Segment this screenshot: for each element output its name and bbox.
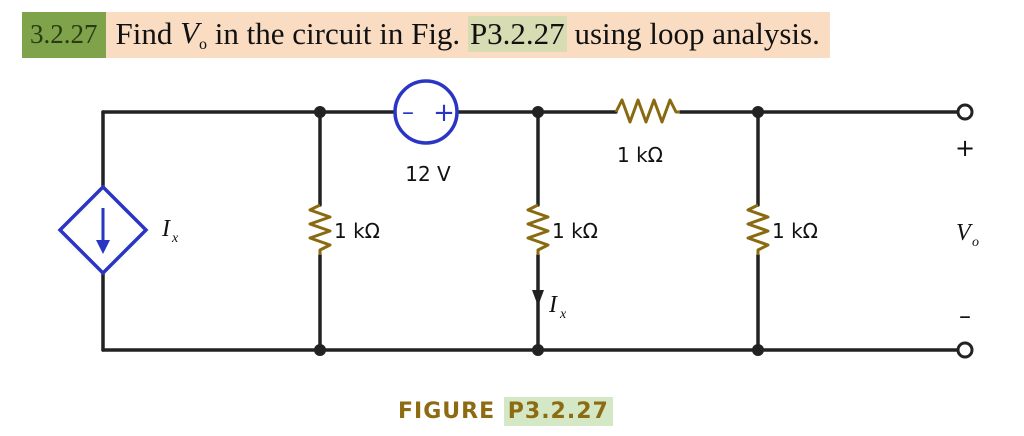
current-arrow-ix [532, 290, 544, 306]
caption-prefix: FIGURE [398, 398, 504, 424]
dependent-source-label: I [161, 216, 171, 242]
current-label: I [548, 292, 558, 318]
problem-statement: 3.2.27 Find Vo in the circuit in Fig. P3… [22, 12, 830, 58]
output-terminal-bottom [956, 341, 974, 359]
resistor-top-label: 1 kΩ [617, 143, 663, 167]
resistor-2-label: 1 kΩ [552, 219, 598, 243]
var-sub: o [199, 35, 208, 53]
text-mid: in the circuit in Fig. [207, 16, 468, 51]
output-voltage-label: V [956, 220, 973, 246]
var-vo: Vo [180, 15, 207, 54]
resistor-1-label: 1 kΩ [334, 219, 380, 243]
figure-caption: FIGURE P3.2.27 [398, 394, 613, 428]
problem-number: 3.2.27 [22, 12, 106, 58]
junction-dot [314, 106, 326, 118]
output-plus-label: + [955, 134, 975, 162]
var-main: V [180, 14, 200, 50]
resistor-1 [308, 203, 332, 255]
voltage-source-label: 12 V [405, 162, 451, 186]
output-voltage-sub: o [972, 235, 979, 250]
caption-ref: P3.2.27 [503, 396, 613, 426]
junction-dot [314, 344, 326, 356]
resistor-3-label: 1 kΩ [772, 219, 818, 243]
text-pre: Find [115, 16, 181, 51]
current-sub: x [559, 307, 567, 322]
dependent-source-sub: x [171, 231, 179, 246]
output-terminal-top [956, 103, 974, 121]
source-plus-sign: + [433, 98, 455, 128]
output-minus-label: – [959, 302, 971, 330]
resistor-2 [526, 203, 550, 255]
problem-text: Find Vo in the circuit in Fig. P3.2.27 u… [105, 12, 830, 58]
dependent-current-source [57, 184, 149, 276]
fig-reference: P3.2.27 [467, 16, 567, 52]
voltage-source: – + [393, 79, 459, 145]
junction-dot [752, 106, 764, 118]
junction-dot [532, 344, 544, 356]
resistor-3 [746, 203, 770, 255]
dependent-arrow-head [96, 240, 110, 254]
junctions [314, 106, 764, 356]
text-post: using loop analysis. [566, 16, 820, 51]
voltage-source-circle [393, 79, 459, 145]
resistor-top [614, 98, 680, 124]
source-minus-sign: – [402, 98, 414, 126]
junction-dot [532, 106, 544, 118]
wires [101, 110, 960, 352]
junction-dot [752, 344, 764, 356]
